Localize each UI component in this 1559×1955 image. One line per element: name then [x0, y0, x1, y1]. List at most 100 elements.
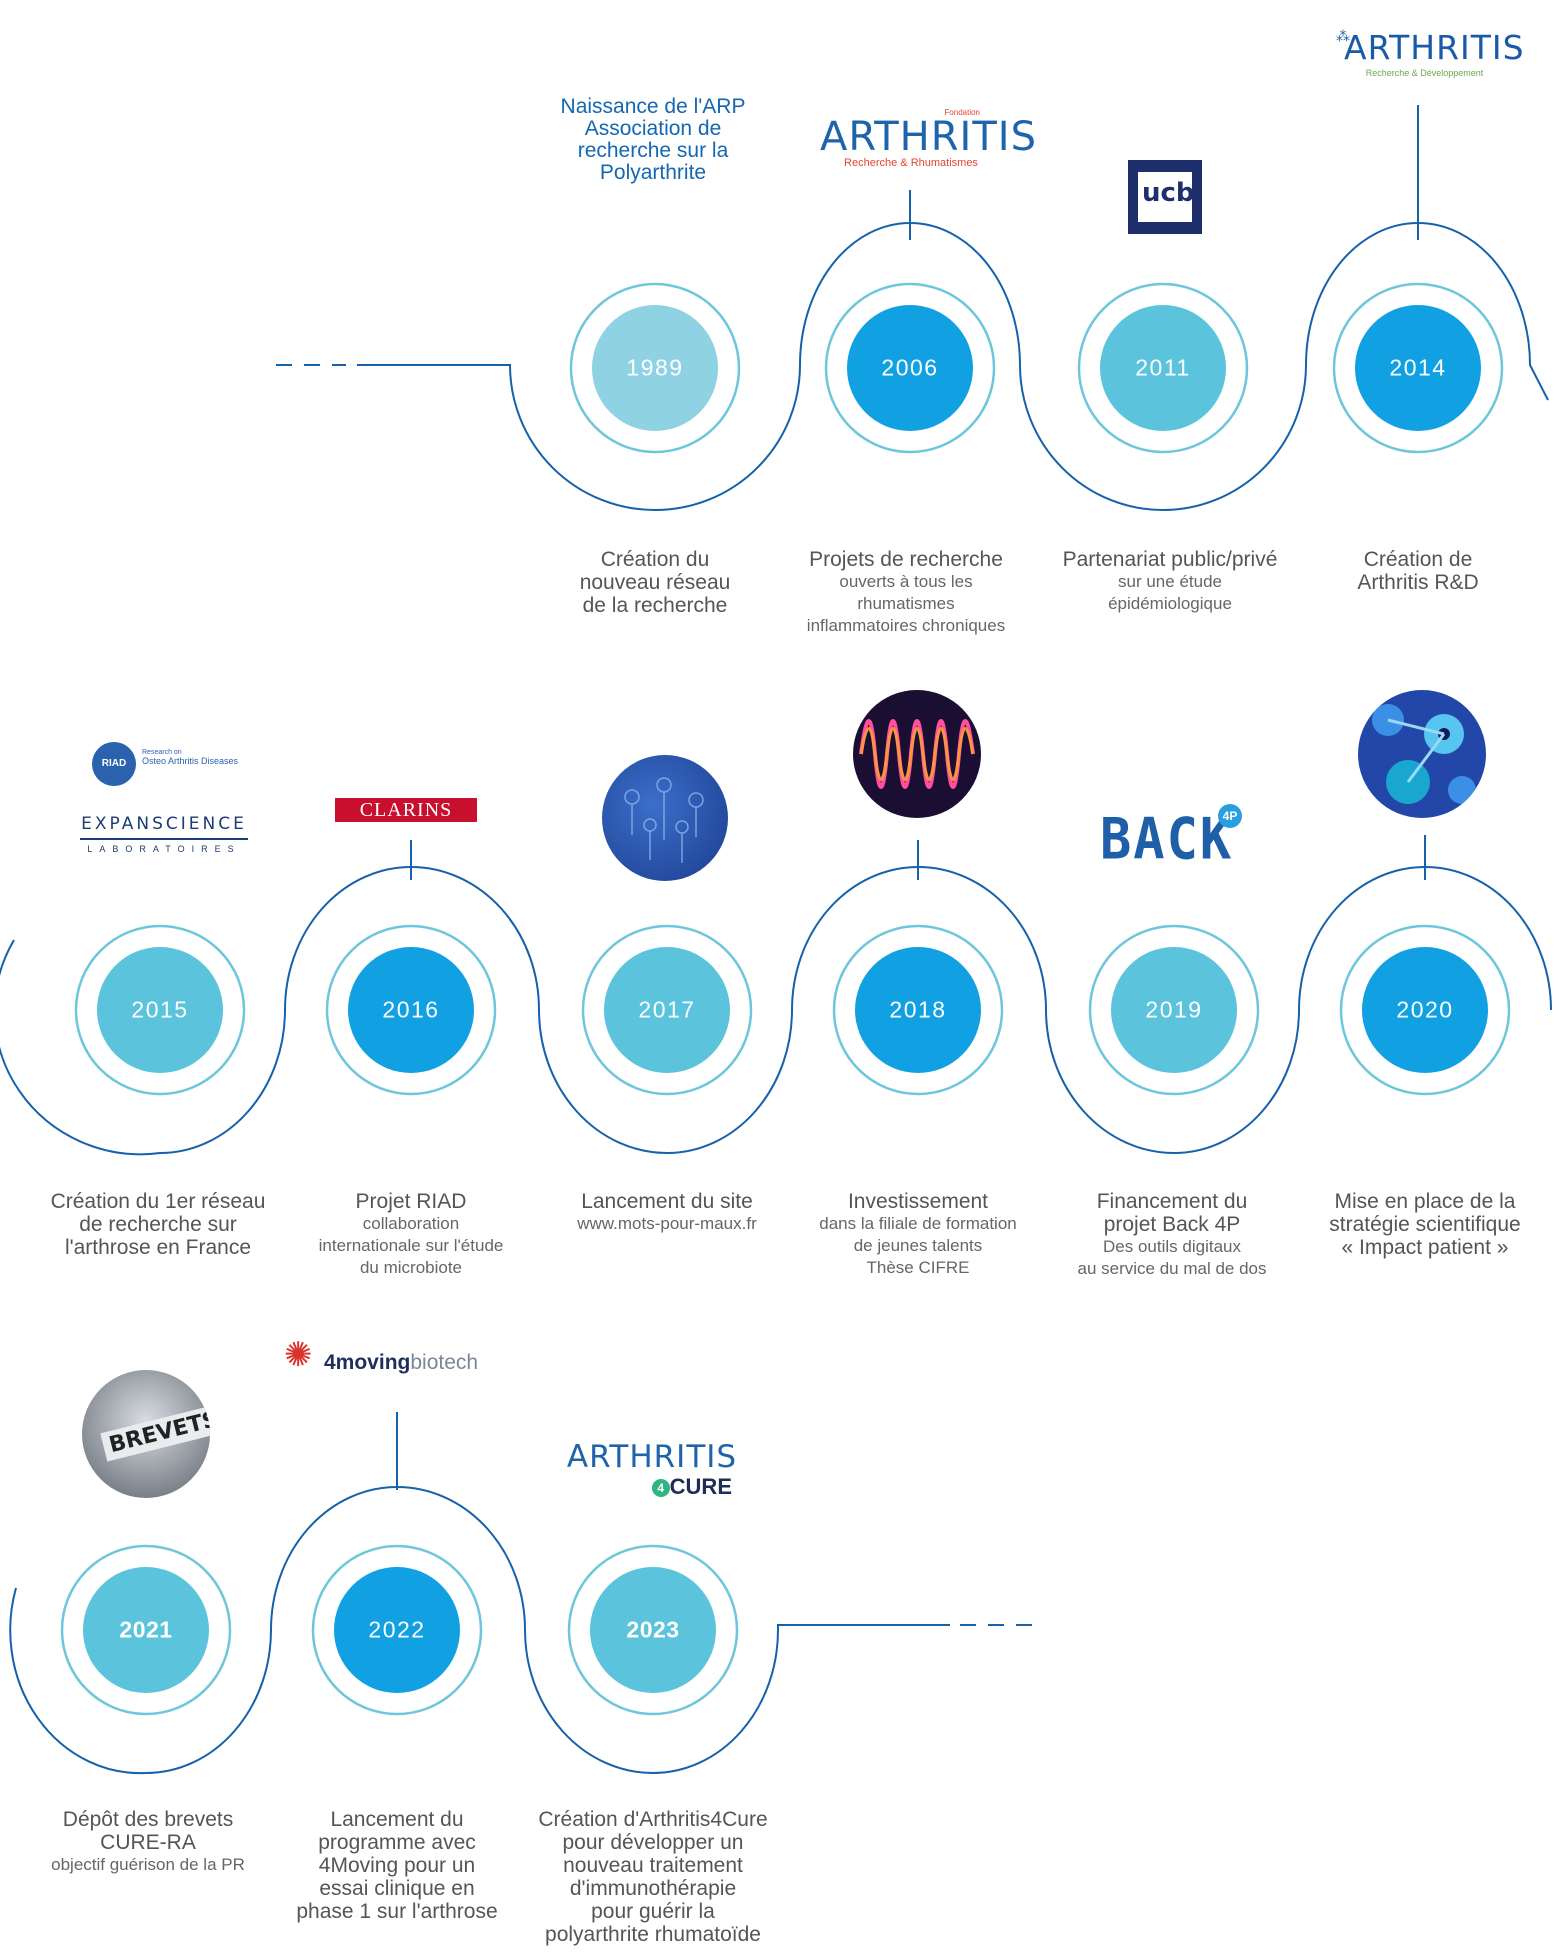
- riad-logo: RIAD Research on Osteo Arthritis Disease…: [92, 742, 252, 794]
- caption-title-line: Création de: [1363, 548, 1473, 571]
- year-disc: [592, 305, 718, 431]
- investissement-image: [853, 690, 981, 818]
- caption-title-line: l'arthrose en France: [64, 1236, 252, 1259]
- clarins-logo: CLARINS: [335, 798, 477, 822]
- caption-sub-line: Des outils digitaux: [1103, 1237, 1241, 1256]
- year-label: 2020: [1396, 996, 1454, 1023]
- year-disc: [97, 947, 223, 1073]
- caption-title-line: Mise en place de la: [1334, 1190, 1516, 1213]
- caption-title-line: Lancement du site: [581, 1190, 753, 1213]
- year-disc: [1355, 305, 1481, 431]
- year-label: 1989: [626, 354, 684, 381]
- mots-pour-maux-image: [602, 755, 728, 881]
- caption-title-line: phase 1 sur l'arthrose: [296, 1900, 498, 1923]
- caption-title-line: Partenariat public/privé: [1062, 548, 1278, 571]
- year-disc: [1100, 305, 1226, 431]
- caption-sub-line: au service du mal de dos: [1077, 1259, 1267, 1278]
- wave-row-1: [357, 221, 1549, 512]
- caption-title-line: polyarthrite rhumatoïde: [545, 1923, 761, 1946]
- caption-sub-line: collaboration: [362, 1214, 460, 1233]
- caption-title-line: de la recherche: [582, 594, 728, 617]
- year-label: 2019: [1145, 996, 1203, 1023]
- caption-sub-line: sur une étude: [1118, 572, 1222, 591]
- caption-title-line: pour développer un: [562, 1831, 744, 1854]
- caption-sub-line: du microbiote: [359, 1258, 463, 1277]
- wave-row-2: [0, 865, 1552, 1156]
- ucb-logo: ucb: [1128, 160, 1202, 234]
- caption-title-line: programme avec: [318, 1831, 476, 1854]
- caption-title-line: Projets de recherche: [809, 548, 1003, 571]
- year-disc: [847, 305, 973, 431]
- caption-title-line: Création du: [600, 548, 710, 571]
- year-disc: [604, 947, 730, 1073]
- year-disc: [855, 947, 981, 1073]
- caption-sub-line: de jeunes talents: [853, 1236, 983, 1255]
- year-disc: [348, 947, 474, 1073]
- year-label: 2016: [382, 996, 440, 1023]
- caption-title-line: Création du 1er réseau: [50, 1190, 266, 1213]
- year-label: 2023: [626, 1616, 680, 1643]
- caption-title-line: Investissement: [847, 1190, 989, 1213]
- brevets-image: BREVETS: [82, 1370, 210, 1498]
- caption-title-line: d'immunothérapie: [569, 1877, 737, 1900]
- arp-birth-note: Naissance de l'ARP Association de recher…: [560, 95, 746, 184]
- caption-title-line: 4Moving pour un: [318, 1854, 476, 1877]
- caption-sub-line: internationale sur l'étude: [318, 1236, 504, 1255]
- year-disc: [590, 1567, 716, 1693]
- impact-patient-image: [1358, 690, 1486, 818]
- caption-sub-line: dans la filiale de formation: [819, 1214, 1017, 1233]
- caption-sub-line: www.mots-pour-maux.fr: [577, 1214, 757, 1233]
- caption-title-line: Lancement du: [330, 1808, 464, 1831]
- caption-title-line: projet Back 4P: [1103, 1213, 1241, 1236]
- year-label: 2017: [638, 996, 696, 1023]
- caption-title-line: Arthritis R&D: [1357, 571, 1479, 594]
- year-label: 2015: [131, 996, 189, 1023]
- caption-sub-line: rhumatismes: [857, 594, 955, 613]
- expanscience-logo: EXPANSCIENCE LABORATOIRES: [80, 814, 248, 854]
- 4moving-biotech-logo: ✺ 4movingbiotech: [284, 1336, 479, 1374]
- caption-title-line: Financement du: [1096, 1190, 1248, 1213]
- caption-title-line: « Impact patient »: [1341, 1236, 1509, 1259]
- caption-title-line: de recherche sur: [79, 1213, 237, 1236]
- year-disc: [1111, 947, 1237, 1073]
- wave-row-3: [9, 1485, 950, 1775]
- caption-title-line: Création d'Arthritis4Cure: [538, 1808, 768, 1831]
- caption-title-line: essai clinique en: [319, 1877, 475, 1900]
- caption-sub-line: objectif guérison de la PR: [51, 1855, 245, 1874]
- year-label: 2014: [1389, 354, 1447, 381]
- arthritis-rd-logo: ⁂ ARTHRITIS Recherche & Développement: [1336, 28, 1525, 78]
- caption-title-line: nouveau réseau: [579, 571, 731, 594]
- year-label: 2006: [881, 354, 939, 381]
- caption-sub-line: épidémiologique: [1108, 594, 1232, 613]
- caption-title-line: pour guérir la: [591, 1900, 715, 1923]
- year-label: 2018: [889, 996, 947, 1023]
- caption-sub-line: ouverts à tous les: [839, 572, 973, 591]
- caption-sub-line: inflammatoires chroniques: [806, 616, 1006, 635]
- back4p-logo: BACK 4P: [1100, 800, 1250, 873]
- caption-title-line: Projet RIAD: [355, 1190, 467, 1213]
- year-disc: [1362, 947, 1488, 1073]
- year-disc: [334, 1567, 460, 1693]
- year-disc: [83, 1567, 209, 1693]
- year-label: 2022: [368, 1616, 426, 1643]
- year-label: 2021: [119, 1616, 173, 1643]
- year-label: 2011: [1135, 354, 1191, 381]
- caption-title-line: stratégie scientifique: [1329, 1213, 1521, 1236]
- caption-title-line: Dépôt des brevets: [62, 1808, 234, 1831]
- fondation-arthritis-logo: Fondation ARTHRITIS Recherche & Rhumatis…: [820, 108, 1037, 169]
- caption-title-line: nouveau traitement: [563, 1854, 743, 1877]
